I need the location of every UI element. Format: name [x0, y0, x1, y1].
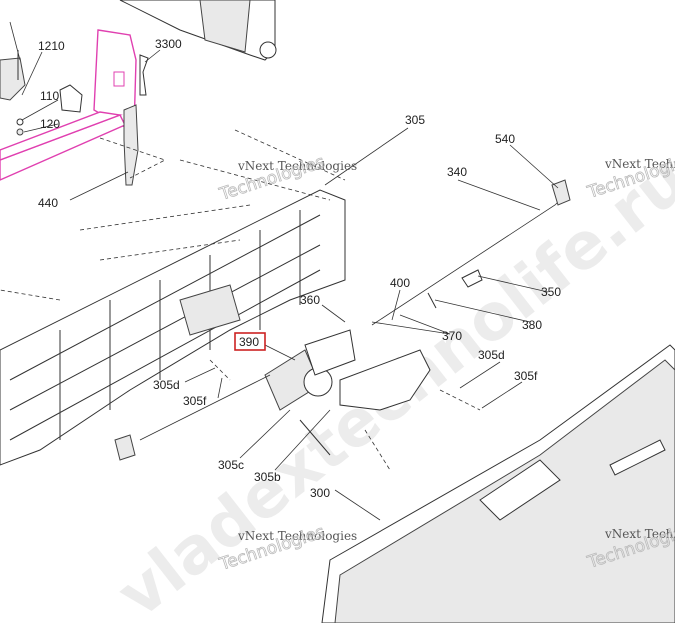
callout-440: 440 [38, 196, 58, 210]
callout-360: 360 [300, 293, 320, 307]
cab-part [119, 0, 277, 61]
callout-1210: 1210 [38, 39, 65, 53]
highlight-box-390 [234, 332, 266, 351]
tailgate-outer-panel [321, 344, 675, 623]
callout-300: 300 [310, 486, 330, 500]
watermark-company-1: vNext Technologies [237, 159, 357, 173]
callout-110: 110 [40, 89, 59, 103]
callout-370: 370 [442, 329, 462, 343]
callout-labels: 1210 3300 110 120 440 305 540 340 350 40… [38, 37, 561, 500]
callout-120: 120 [40, 117, 60, 131]
callout-305b: 305b [254, 470, 281, 484]
callout-3300: 3300 [155, 37, 182, 51]
callout-400: 400 [390, 276, 410, 290]
watermark-company-3: vNext Technologies [237, 529, 357, 543]
callout-305f-left: 305f [183, 394, 207, 408]
tailgate-inner-structure [0, 129, 346, 466]
callout-305: 305 [405, 113, 425, 127]
watermark-company-2: vNext Technologies [604, 157, 675, 171]
hinge-parts [0, 50, 167, 186]
callout-380: 380 [522, 318, 542, 332]
callout-390[interactable]: 390 [239, 335, 259, 349]
callout-540: 540 [495, 132, 515, 146]
callout-350: 350 [541, 285, 561, 299]
callout-340: 340 [447, 165, 467, 179]
callout-305d-left: 305d [153, 378, 180, 392]
callout-305d-right: 305d [478, 348, 505, 362]
latch-assembly [114, 179, 571, 471]
callout-305c: 305c [218, 458, 244, 472]
leader-lines [9, 21, 559, 521]
callout-305f-right: 305f [514, 369, 538, 383]
watermark-company-4: vNext Technologies [604, 527, 675, 541]
